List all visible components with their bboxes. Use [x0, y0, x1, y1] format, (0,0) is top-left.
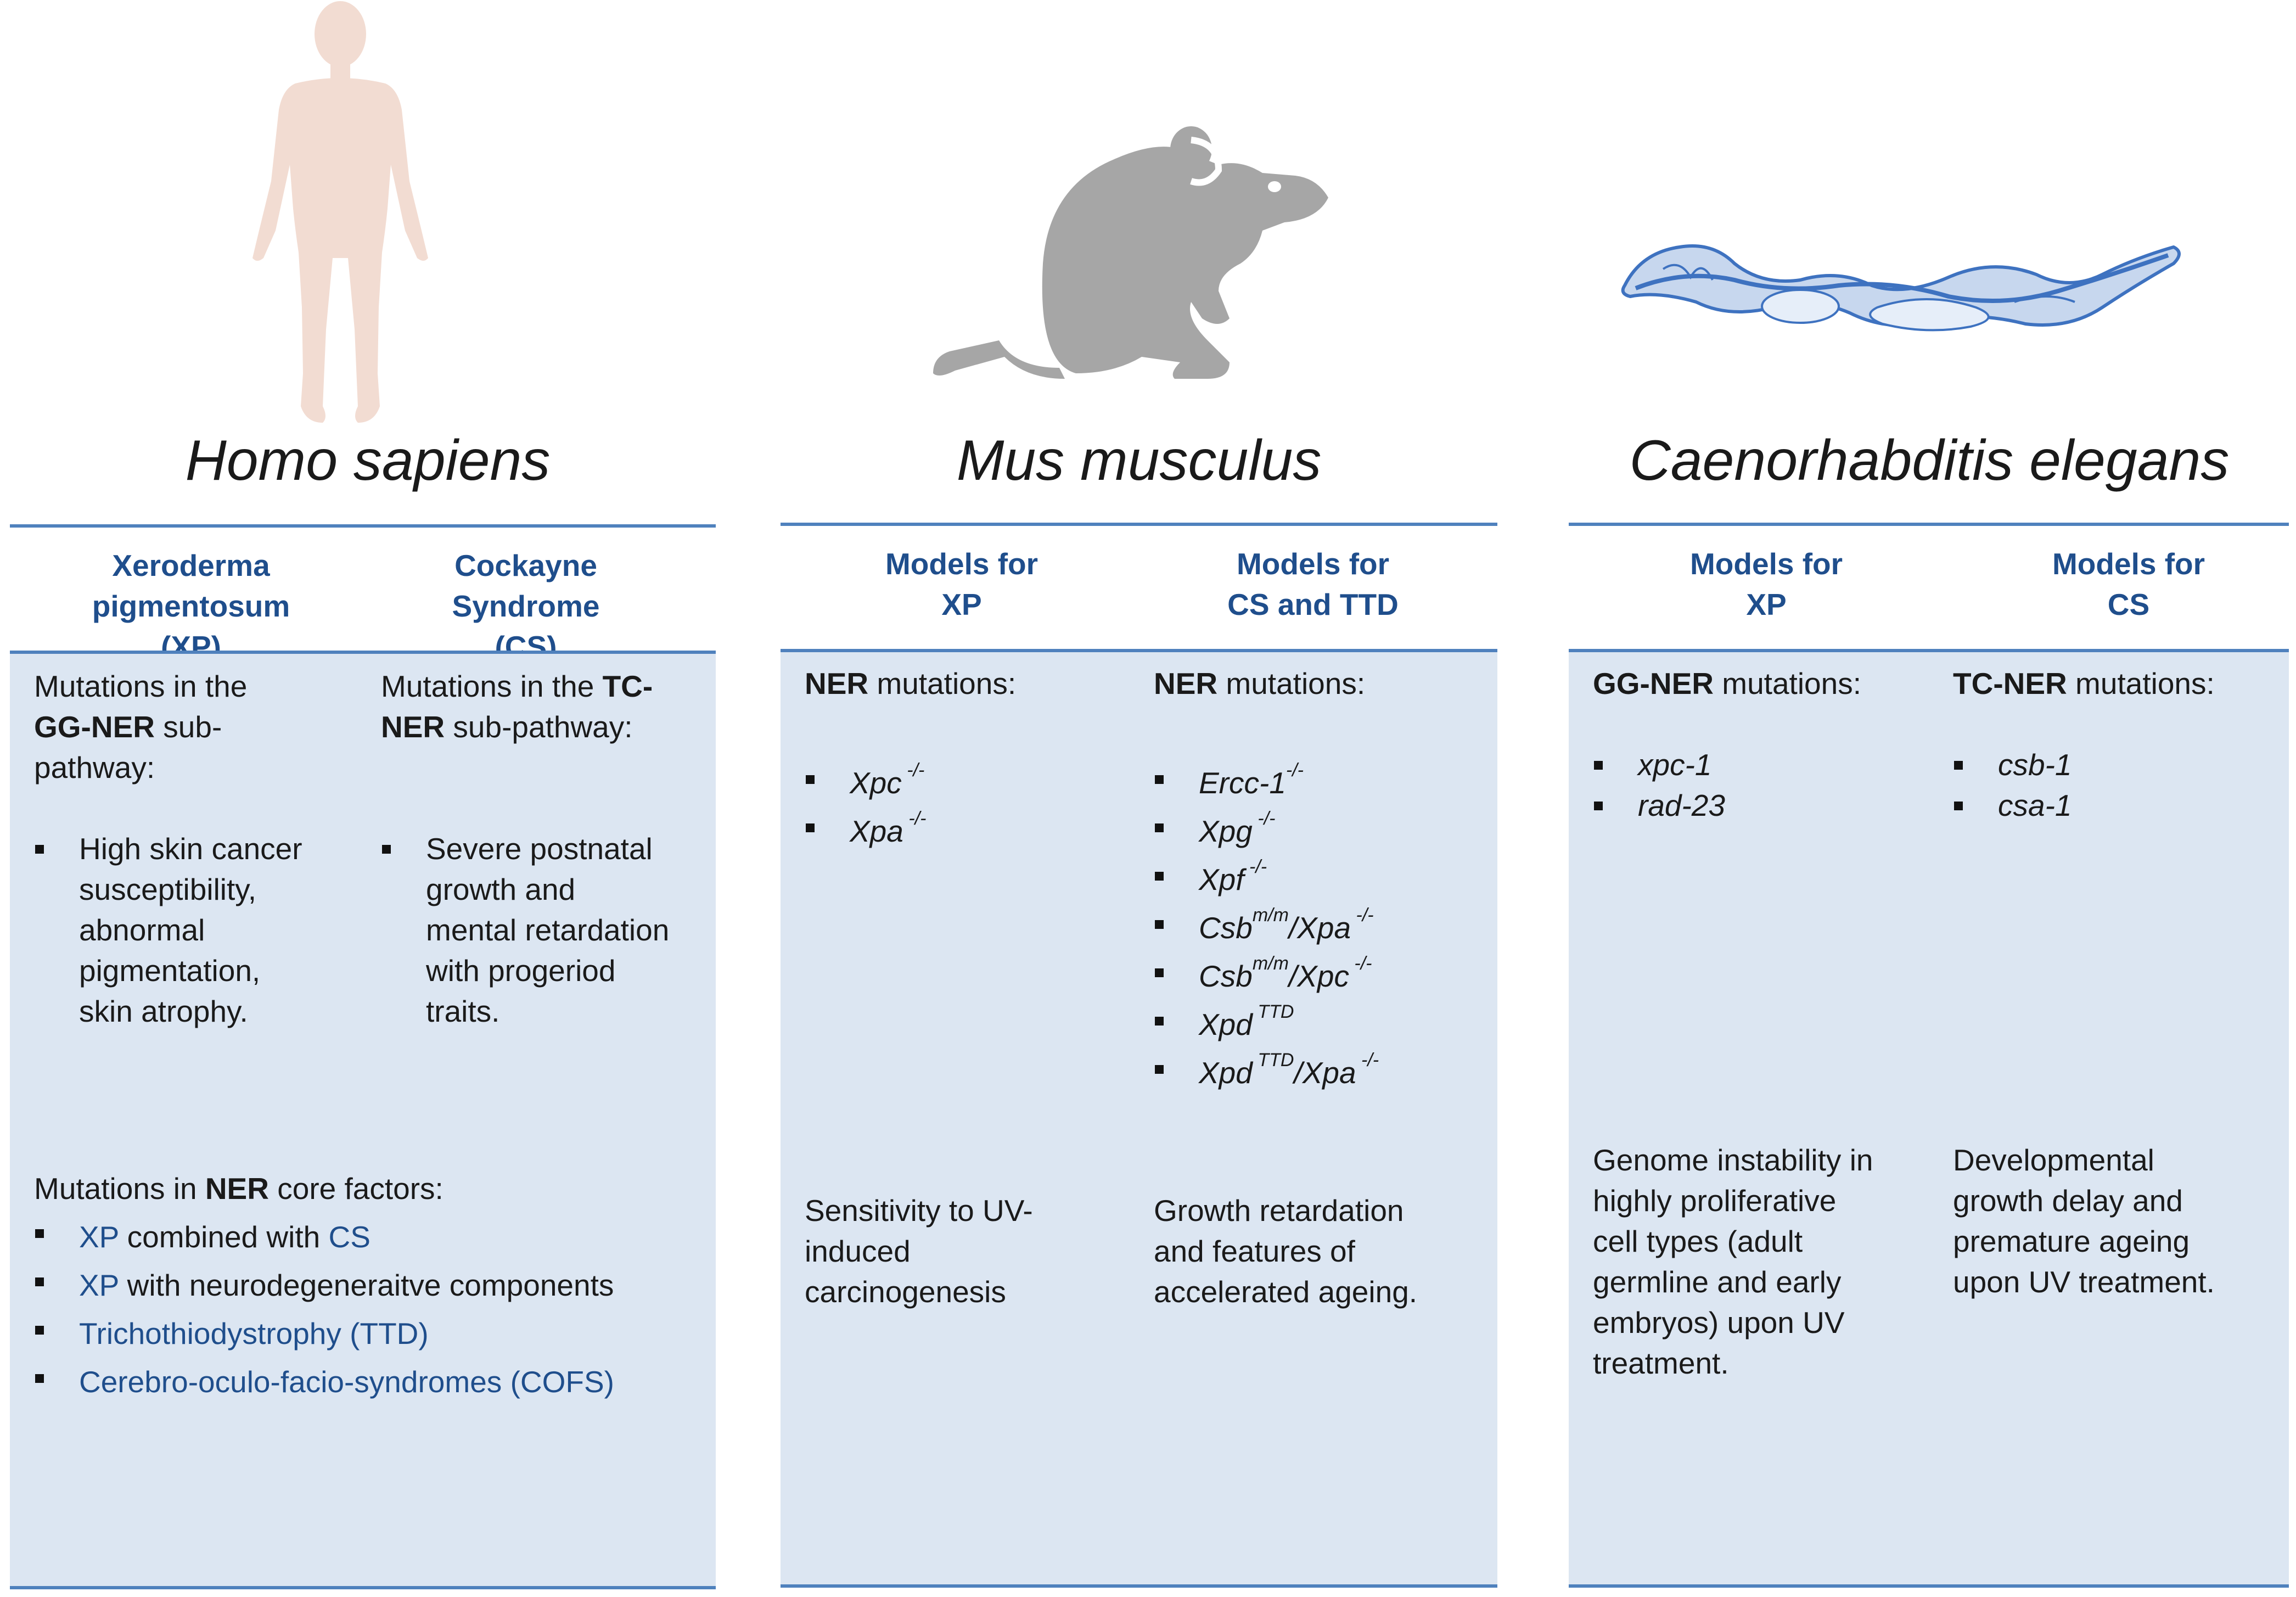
divider-line	[1569, 1584, 2289, 1588]
list-item: Xpd TTD/Xpa -/-	[1154, 1049, 1483, 1097]
core-factors-list: XP combined with CS XP with neurodegener…	[34, 1213, 704, 1406]
list-item: Cerebro-oculo-facio-syndromes (COFS)	[34, 1358, 704, 1406]
list-item: XP with neurodegeneraitve components	[34, 1261, 704, 1309]
worm-xp-gene-list: xpc-1 rad-23	[1593, 744, 1922, 826]
worm-illustration-icon	[1621, 244, 2181, 332]
worm-body: GG-NER mutations: xpc-1 rad-23 Genome in…	[1569, 652, 2289, 1584]
worm-cs-column: TC-NER mutations: csb-1 csa-1	[1953, 663, 2282, 826]
mouse-cs-column: NER mutations: Ercc-1-/- Xpg -/- Xpf -/-…	[1154, 663, 1483, 1097]
human-figure-icon	[252, 1, 428, 423]
human-body: Mutations in the GG-NER sub- pathway: Hi…	[10, 654, 716, 1586]
list-item: Ercc-1-/-	[1154, 759, 1483, 807]
list-item: Xpc -/-	[805, 759, 1112, 807]
organism-title-human: Homo sapiens	[185, 429, 551, 492]
core-factors-section: Mutations in NER core factors: XP combin…	[34, 1164, 704, 1406]
list-item: Xpd TTD	[1154, 1000, 1483, 1049]
list-item: Csbm/m/Xpa -/-	[1154, 904, 1483, 952]
divider-line	[10, 651, 716, 654]
list-item: Csbm/m/Xpc -/-	[1154, 952, 1483, 1000]
divider-line	[10, 524, 716, 528]
mouse-silhouette-icon	[933, 126, 1328, 379]
list-item: Xpa -/-	[805, 807, 1112, 855]
list-item: XP combined with CS	[34, 1213, 704, 1261]
divider-line	[781, 523, 1497, 526]
cs-description: Mutations in the TC- NER sub-pathway: Se…	[381, 666, 710, 1032]
list-item: csa-1	[1953, 785, 2282, 826]
organism-title-worm: Caenorhabditis elegans	[1629, 429, 2230, 492]
list-item: xpc-1	[1593, 744, 1922, 785]
list-item: csb-1	[1953, 744, 2282, 785]
divider-line	[10, 1586, 716, 1589]
list-item: Xpf -/-	[1154, 855, 1483, 904]
list-item: rad-23	[1593, 785, 1922, 826]
divider-line	[1569, 523, 2289, 526]
worm-cs-gene-list: csb-1 csa-1	[1953, 744, 2282, 826]
divider-line	[781, 1584, 1497, 1588]
divider-line	[781, 649, 1497, 652]
organism-title-mouse: Mus musculus	[956, 429, 1322, 492]
list-item: Trichothiodystrophy (TTD)	[34, 1309, 704, 1358]
mouse-xp-gene-list: Xpc -/- Xpa -/-	[805, 759, 1112, 855]
list-item: Xpg -/-	[1154, 807, 1483, 855]
mouse-cs-gene-list: Ercc-1-/- Xpg -/- Xpf -/- Csbm/m/Xpa -/-…	[1154, 759, 1483, 1097]
xp-description: Mutations in the GG-NER sub- pathway: Hi…	[34, 666, 341, 1032]
mouse-xp-column: NER mutations: Xpc -/- Xpa -/-	[805, 663, 1112, 855]
divider-line	[1569, 649, 2289, 652]
worm-xp-column: GG-NER mutations: xpc-1 rad-23	[1593, 663, 1922, 826]
mouse-body: NER mutations: Xpc -/- Xpa -/- Sensitivi…	[781, 652, 1497, 1584]
